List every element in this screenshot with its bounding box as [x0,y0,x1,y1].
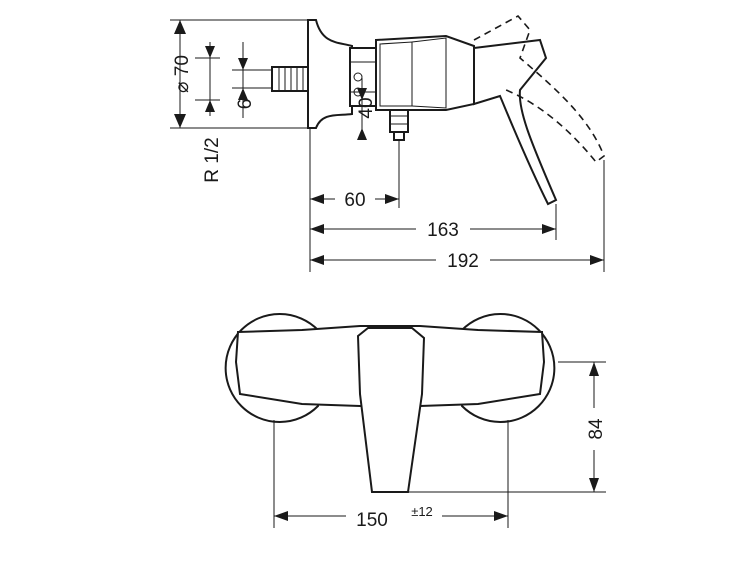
thread-stub [271,66,313,92]
outlet-fitting [389,109,409,133]
label-thread: R 1/2 [202,137,223,182]
label-150: 150 [356,510,388,531]
label-163: 163 [427,220,459,241]
rosette-profile [307,19,353,129]
label-6: 6 [235,99,256,110]
mixer-body [375,34,475,111]
lever-open-position [473,14,605,164]
label-tolerance: ±12 [411,504,433,519]
front-lever [356,327,426,493]
label-60: 60 [344,190,365,211]
label-diameter-70: ⌀ 70 [172,55,193,93]
label-192: 192 [447,251,479,272]
label-84: 84 [586,418,607,440]
label-40: 40 [356,97,377,118]
front-view: 150 ±12 84 [224,313,607,531]
side-view: ⌀ 70 R 1/2 6 40 60 163 192 [170,14,605,272]
lever-handle [473,38,558,206]
